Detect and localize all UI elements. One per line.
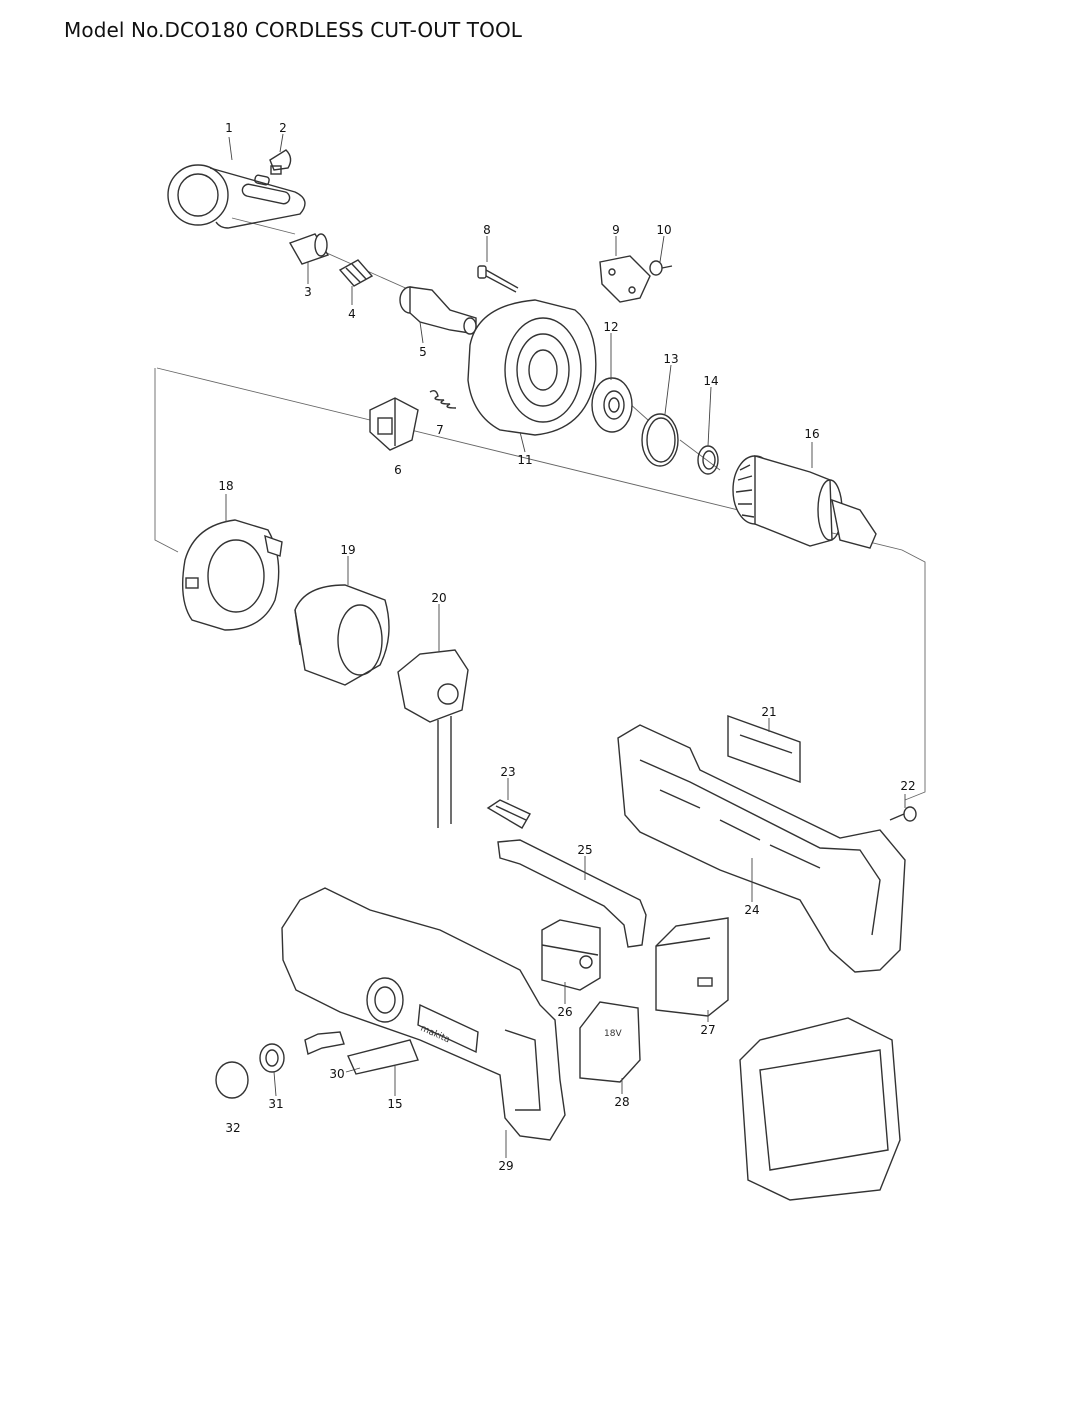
callout-27: 27 bbox=[700, 1023, 715, 1037]
part-7-spring bbox=[429, 389, 457, 409]
callout-6: 6 bbox=[394, 463, 402, 477]
callout-22: 22 bbox=[900, 779, 915, 793]
part-6-shaft-lock bbox=[369, 397, 419, 451]
battery-pack bbox=[739, 1017, 901, 1201]
callout-1: 1 bbox=[225, 121, 233, 135]
callout-5: 5 bbox=[419, 345, 427, 359]
part-28-terminal: 18V bbox=[579, 1001, 641, 1083]
callout-7: 7 bbox=[436, 423, 444, 437]
page-title: Model No.DCO180 CORDLESS CUT-OUT TOOL bbox=[64, 18, 523, 42]
callout-15: 15 bbox=[387, 1097, 402, 1111]
part-31-cap bbox=[259, 1043, 285, 1073]
callout-13: 13 bbox=[663, 352, 678, 366]
part-27-controller bbox=[655, 917, 729, 1017]
callout-10: 10 bbox=[656, 223, 671, 237]
callout-23: 23 bbox=[500, 765, 515, 779]
callout-8: 8 bbox=[483, 223, 491, 237]
part-13-retaining-ring bbox=[641, 413, 679, 467]
part-2-screw bbox=[269, 149, 292, 175]
callout-3: 3 bbox=[304, 285, 312, 299]
callout-24: 24 bbox=[744, 903, 759, 917]
callout-14: 14 bbox=[703, 374, 718, 388]
callout-numbers: 1 2 3 4 5 6 7 8 9 10 11 12 13 14 15 16 1… bbox=[218, 121, 915, 1173]
part-18-flange bbox=[182, 519, 283, 631]
callout-12: 12 bbox=[603, 320, 618, 334]
part-16-armature bbox=[732, 455, 877, 549]
leader-lines bbox=[225, 133, 906, 1158]
part-30-label bbox=[347, 1039, 419, 1075]
part-23-switch-lever bbox=[486, 799, 531, 829]
part-20-brush-holder bbox=[397, 649, 469, 828]
part-11-bearing-box bbox=[467, 299, 597, 436]
part-25-switch-bar bbox=[497, 839, 647, 948]
part-12-ball-bearing bbox=[591, 377, 633, 433]
part-3-collet-nut bbox=[288, 233, 330, 265]
callout-29: 29 bbox=[498, 1159, 513, 1173]
part-24-housing-right bbox=[617, 724, 906, 973]
callout-16: 16 bbox=[804, 427, 819, 441]
callout-31: 31 bbox=[268, 1097, 283, 1111]
part-9-plate bbox=[599, 255, 651, 303]
callout-25: 25 bbox=[577, 843, 592, 857]
callout-21: 21 bbox=[761, 705, 776, 719]
callout-28: 28 bbox=[614, 1095, 629, 1109]
part-22-screw bbox=[889, 806, 917, 822]
callout-2: 2 bbox=[279, 121, 287, 135]
part-19-yoke bbox=[294, 584, 390, 686]
part-14-washer bbox=[697, 445, 719, 475]
callout-4: 4 bbox=[348, 307, 356, 321]
part-10-screw bbox=[649, 260, 673, 276]
part-4-collet bbox=[338, 259, 374, 287]
part-29-housing-left: makita bbox=[281, 887, 566, 1141]
part-5-spindle bbox=[399, 286, 477, 335]
part-26-switch bbox=[541, 919, 601, 991]
part-8-screw bbox=[477, 265, 519, 293]
part-21-label bbox=[727, 715, 801, 783]
callout-26: 26 bbox=[557, 1005, 572, 1019]
part-1-wrench bbox=[167, 164, 306, 229]
callout-9: 9 bbox=[612, 223, 620, 237]
callout-18: 18 bbox=[218, 479, 233, 493]
callout-30: 30 bbox=[329, 1067, 344, 1081]
callout-19: 19 bbox=[340, 543, 355, 557]
callout-32: 32 bbox=[225, 1121, 240, 1135]
part-32-brush bbox=[215, 1061, 249, 1099]
callout-11: 11 bbox=[517, 453, 532, 467]
part-carbon-brush bbox=[304, 1031, 345, 1055]
callout-20: 20 bbox=[431, 591, 446, 605]
voltage-mark: 18V bbox=[604, 1029, 622, 1039]
